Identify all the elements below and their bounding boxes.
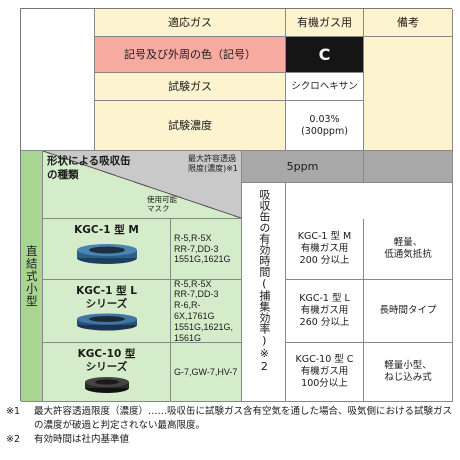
footnote-mark: ※2	[6, 433, 21, 445]
shape-label: 形状による吸収缶 の種類	[47, 155, 131, 181]
max-conc-label: 最大許容透過 限度(濃度)※1	[187, 154, 238, 173]
product-remark: 軽量、 低通気抵抗	[364, 219, 453, 280]
canister-image	[76, 244, 137, 265]
symbol-value: C	[286, 37, 364, 73]
test-conc-label: 試験濃度	[95, 101, 286, 151]
effective-time-label: 吸収缶の有効時間(捕集効率)※2	[242, 183, 286, 402]
product-time: KGC-1 型 L 有機ガス用 260 分以上	[286, 280, 364, 343]
canister-image	[76, 313, 137, 331]
product-time: KGC-1 型 M 有機ガス用 200 分以上	[286, 219, 364, 280]
product-masks: R-5,R-5X RR-7,DD-3 R-6,R-6X,1761G 1551G,…	[171, 280, 242, 343]
footnote: ※2 有効時間は社内基準値	[6, 433, 456, 447]
product-remark: 長時間タイプ	[364, 280, 453, 343]
remarks-blank	[364, 37, 453, 151]
footnote-text: 有効時間は社内基準値	[34, 433, 130, 445]
max-conc-remark-blank	[364, 151, 453, 183]
product-masks: G-7,GW-7,HV-7	[171, 343, 242, 402]
header-organic-gas: 有機ガス用	[286, 9, 364, 37]
test-conc-value: 0.03% (300ppm)	[286, 101, 364, 151]
product-name: KGC-1 型 M	[74, 224, 139, 236]
canister-image	[84, 377, 129, 394]
product-masks: R-5,R-5X RR-7,DD-3 1551G,1621G	[171, 219, 242, 280]
footnotes: ※1 最大許容透過限度（濃度）……吸収缶に試験ガス含有空気を通した場合、吸気側に…	[6, 405, 456, 446]
test-gas-label: 試験ガス	[95, 73, 286, 101]
product-3: KGC-10 型 シリーズ	[43, 343, 171, 402]
category-label: 直結式小型	[21, 151, 43, 402]
product-remark: 軽量小型、 ねじ込み式	[364, 343, 453, 402]
footnote-mark: ※1	[6, 406, 21, 417]
max-conc-value: 5ppm	[242, 151, 364, 183]
header-remarks: 備考	[364, 9, 453, 37]
product-name: KGC-10 型 シリーズ	[77, 348, 136, 374]
spec-table: 適応ガス 有機ガス用 備考 記号及び外周の色（記号） C 試験ガス シクロヘキサ…	[20, 8, 453, 402]
corner-blank	[21, 9, 95, 151]
footnote-text: 最大許容透過限度（濃度）……吸収缶に試験ガス含有空気を通した場合、吸気側における…	[34, 406, 453, 431]
test-gas-value: シクロヘキサン	[286, 73, 364, 101]
usable-mask-label: 使用可能 マスク	[147, 194, 177, 214]
product-time: KGC-10 型 C 有機ガス用 100分以上	[286, 343, 364, 402]
symbol-label: 記号及び外周の色（記号）	[95, 37, 286, 73]
diagonal-header: 形状による吸収缶 の種類 使用可能 マスク 最大許容透過 限度(濃度)※1	[43, 151, 242, 219]
header-applicable-gas: 適応ガス	[95, 9, 286, 37]
footnote: ※1 最大許容透過限度（濃度）……吸収缶に試験ガス含有空気を通した場合、吸気側に…	[6, 405, 456, 433]
product-1: KGC-1 型 M	[43, 219, 171, 280]
product-2: KGC-1 型 L シリーズ	[43, 280, 171, 343]
product-name: KGC-1 型 L シリーズ	[76, 285, 137, 311]
